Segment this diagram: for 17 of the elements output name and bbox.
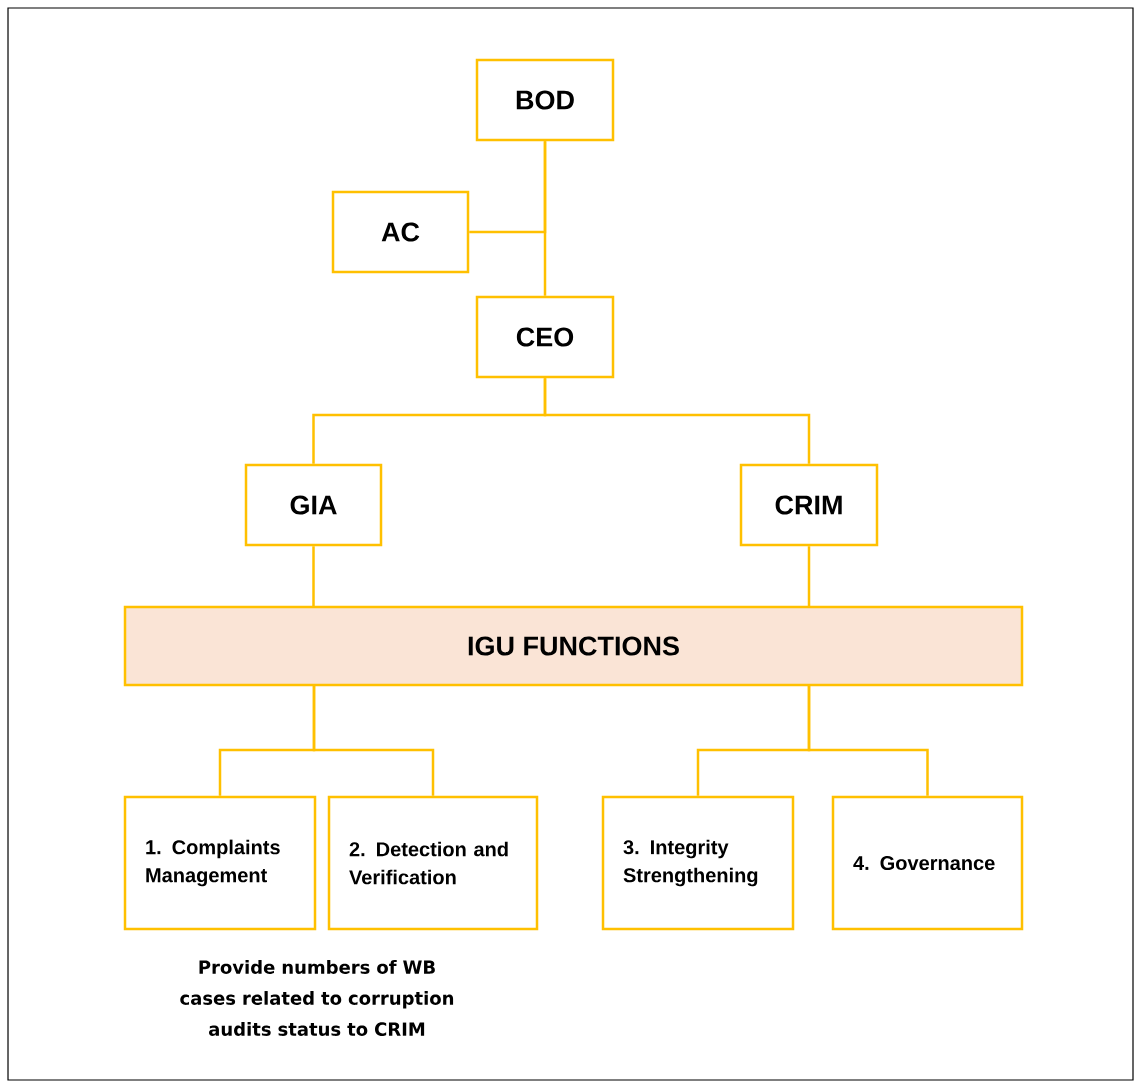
function-box: 4. Governance xyxy=(831,795,1024,931)
connector-line xyxy=(807,546,811,607)
connector-line xyxy=(312,546,315,607)
function-box: 1. Complaints Management xyxy=(123,795,317,931)
connector-line xyxy=(543,378,811,464)
band-box: IGU FUNCTIONS xyxy=(123,605,1024,687)
org-box: GIA xyxy=(244,463,383,547)
org-box: AC xyxy=(331,190,470,274)
org-box: BOD xyxy=(475,58,615,142)
note-text: Provide numbers of WB cases related to corruption audits status to CRIM xyxy=(180,960,454,1036)
org-box: CEO xyxy=(475,295,615,379)
connector-line xyxy=(807,685,929,796)
connector-line xyxy=(312,685,435,796)
function-box: 3. Integrity Strengthening xyxy=(601,795,795,931)
function-box: 2. Detection and Verification xyxy=(327,795,539,931)
connector-line xyxy=(469,141,547,234)
org-box: CRIM xyxy=(739,463,879,547)
